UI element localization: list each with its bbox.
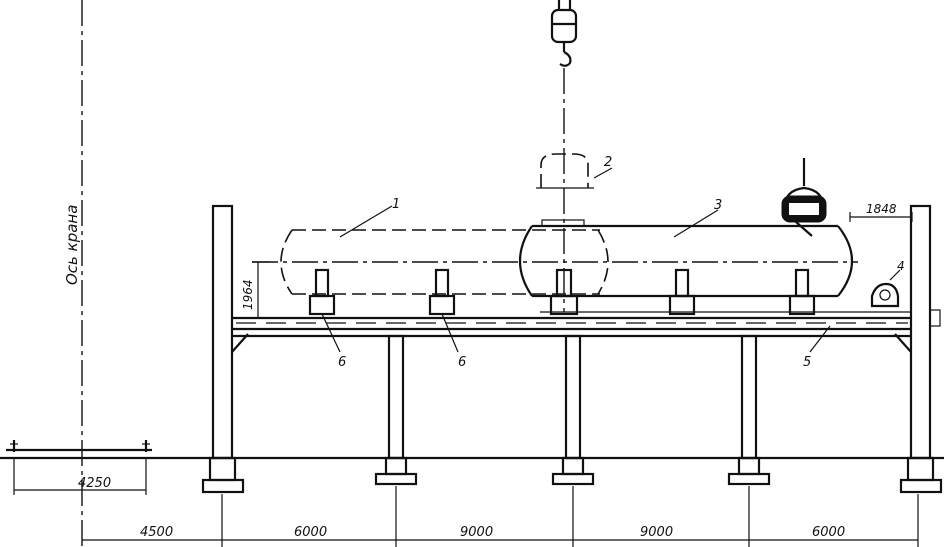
drive-unit [870,269,901,308]
span-label-3: 9000 [460,525,493,540]
saddle-support-c [549,268,579,316]
dashed-vessel [280,205,609,295]
dimension-label-1964: 1964 [241,279,255,310]
span-label-2: 6000 [294,525,327,540]
main-vessel [252,209,858,298]
vessel-nozzle [781,158,827,237]
suspended-load [536,153,613,189]
span-label-5: 6000 [812,525,845,540]
saddle-support-a [308,268,341,353]
callout-6-left: 6 [338,355,346,370]
dimension-label-4250: 4250 [78,476,111,491]
support-post-3 [727,334,771,486]
support-post-2 [551,334,595,486]
crane-hook [550,0,578,312]
span-label-4: 9000 [640,525,673,540]
saddle-support-e [788,268,816,316]
support-post-1 [374,334,418,486]
callout-5: 5 [803,355,811,370]
callout-4: 4 [897,259,905,273]
span-dimension-chain [82,486,919,547]
crane-axis-label: Ось крана [63,205,81,285]
left-column [201,204,249,494]
callout-6-right: 6 [458,355,466,370]
callout-1: 1 [392,197,400,212]
roller-conveyor [232,311,912,338]
rail-segment [6,440,152,495]
saddle-support-d [668,268,696,316]
right-column [894,204,943,494]
dimension-label-1848: 1848 [866,202,897,216]
callout-5-leader [809,325,831,353]
callout-2: 2 [604,155,612,170]
saddle-support-b [428,268,459,353]
callout-3: 3 [714,198,722,213]
span-label-1: 4500 [140,525,173,540]
